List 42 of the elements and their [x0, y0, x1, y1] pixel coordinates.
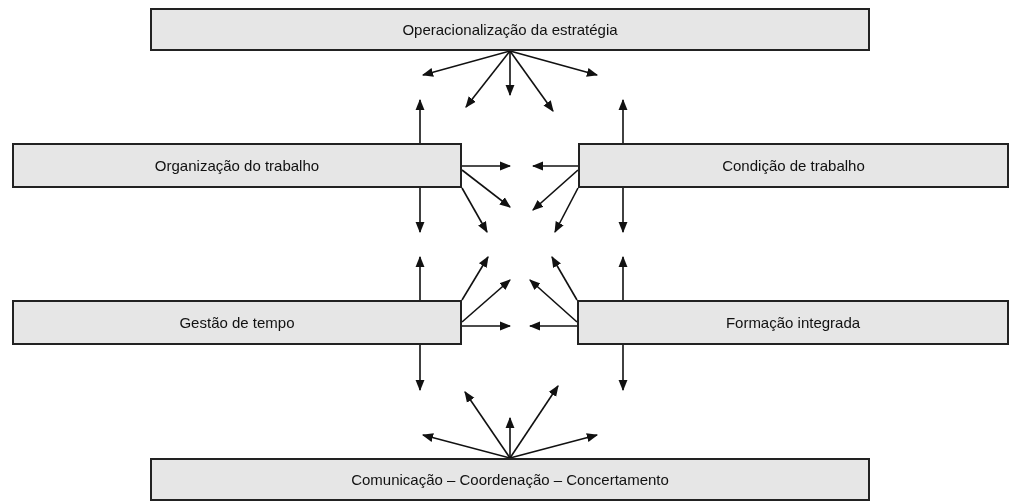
process-box: [150, 8, 870, 51]
arrow: [415, 255, 425, 301]
arrow: [509, 433, 599, 459]
arrow: [461, 187, 488, 233]
arrow: [505, 416, 515, 459]
arrow: [528, 321, 578, 331]
box-label: Gestão de tempo: [179, 314, 295, 331]
arrow: [618, 344, 628, 392]
box-label: Organização do trabalho: [154, 157, 320, 174]
arrow: [421, 50, 511, 77]
process-box: [578, 143, 1009, 188]
arrow: [461, 279, 511, 323]
arrow: [509, 50, 554, 112]
process-box: [12, 300, 462, 345]
arrow: [551, 256, 578, 301]
process-box: [150, 458, 870, 501]
arrow: [461, 169, 511, 208]
arrow: [554, 187, 579, 233]
arrow: [509, 50, 599, 77]
process-box: [12, 143, 462, 188]
arrow: [415, 187, 425, 234]
box-label: Condição de trabalho: [722, 157, 865, 174]
arrow: [465, 50, 511, 108]
box-label: Operacionalização da estratégia: [402, 21, 618, 38]
arrow: [509, 385, 559, 459]
arrow: [461, 161, 512, 171]
arrow: [464, 391, 511, 459]
box-label: Comunicação – Coordenação – Concertamento: [351, 471, 669, 488]
arrow: [618, 98, 628, 144]
arrow: [618, 187, 628, 234]
arrow: [461, 321, 512, 331]
arrow: [421, 433, 511, 459]
arrow: [505, 50, 515, 97]
arrow: [415, 98, 425, 144]
process-box: [577, 300, 1009, 345]
arrow: [531, 161, 579, 171]
arrow: [618, 255, 628, 301]
arrow: [532, 169, 579, 211]
arrow: [529, 279, 578, 323]
arrow: [461, 256, 489, 301]
box-label: Formação integrada: [725, 314, 861, 331]
arrow: [415, 344, 425, 392]
